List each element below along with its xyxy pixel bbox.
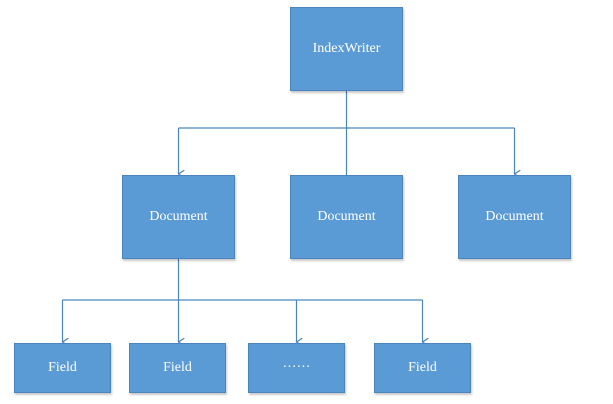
- field-node-4: Field: [374, 343, 471, 393]
- document-node-2: Document: [290, 175, 403, 259]
- ellipsis-node: ······: [248, 343, 345, 393]
- field-node-1: Field: [14, 343, 111, 393]
- indexwriter-label: IndexWriter: [312, 41, 381, 56]
- document-node-3: Document: [458, 175, 571, 259]
- ellipsis-label: ······: [282, 360, 311, 375]
- field-label-1: Field: [48, 360, 77, 375]
- document-label-1: Document: [149, 209, 208, 224]
- field-node-2: Field: [129, 343, 226, 393]
- field-label-4: Field: [408, 360, 437, 375]
- document-label-3: Document: [485, 209, 544, 224]
- document-label-2: Document: [317, 209, 376, 224]
- document-node-1: Document: [122, 175, 235, 259]
- indexwriter-node: IndexWriter: [290, 7, 403, 91]
- field-label-2: Field: [163, 360, 192, 375]
